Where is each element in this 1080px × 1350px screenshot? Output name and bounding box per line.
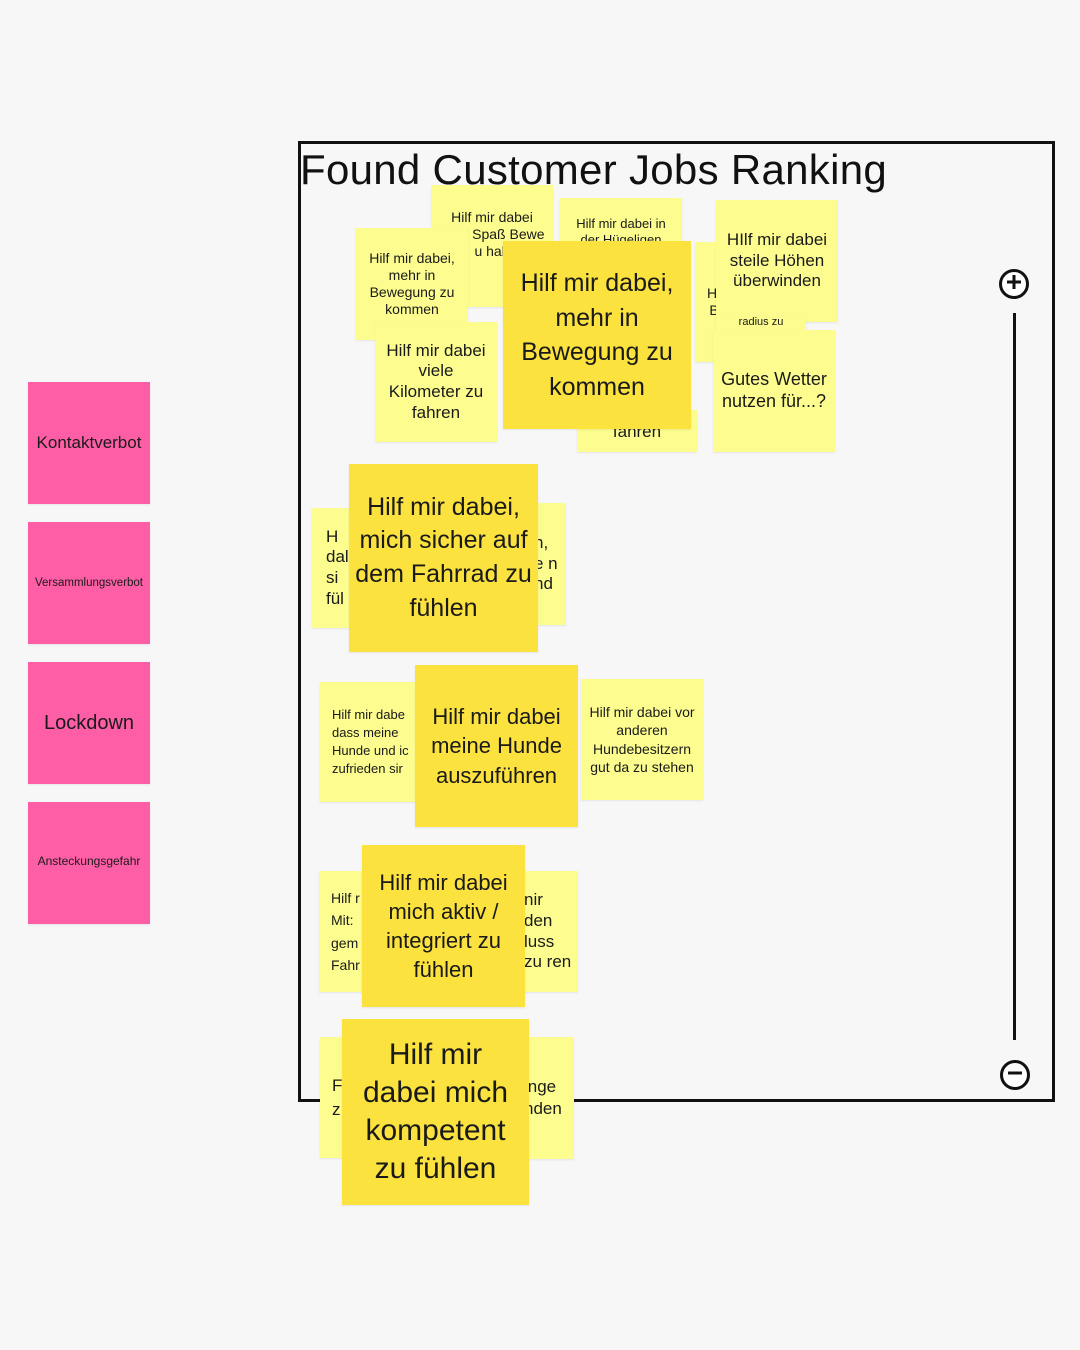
sticky-note-lockdown[interactable]: Lockdown bbox=[28, 662, 150, 784]
sticky-note-text: Hilf mir dabei, mehr in Bewegung zu komm… bbox=[520, 269, 674, 401]
zoom-out-button[interactable] bbox=[1000, 1060, 1030, 1090]
sticky-note-text: Ansteckungsgefahr bbox=[37, 854, 141, 868]
sticky-note-text: nir den luss zu ren bbox=[524, 890, 572, 972]
sticky-note-text: Gutes Wetter nutzen für...? bbox=[721, 369, 827, 411]
sticky-note-text: Hilf mir dabei, mehr in Bewegung zu komm… bbox=[369, 249, 455, 318]
ranking-frame[interactable] bbox=[298, 141, 1055, 1102]
sticky-note-text: H dal si fül bbox=[326, 526, 349, 608]
sticky-note-text: Hilf mir dabei viele Kilometer zu fahren bbox=[386, 340, 486, 422]
sticky-note-kilometer[interactable]: Hilf mir dabei viele Kilometer zu fahren bbox=[375, 322, 497, 442]
sticky-note-radius[interactable]: radius zu bbox=[716, 316, 806, 330]
sticky-note-text: Hilf mir dabei meine Hunde auszuführen bbox=[431, 704, 562, 788]
sticky-note-text: HIlf mir dabei steile Höhen überwinden bbox=[726, 229, 828, 291]
sticky-note-text: radius zu bbox=[738, 316, 784, 329]
sticky-note-partial-left[interactable]: Hilf r Mit: gem Fahr bbox=[319, 871, 369, 992]
sticky-note-text: Versammlungsverbot bbox=[34, 576, 144, 589]
sticky-note-text: inge nden bbox=[524, 1076, 562, 1118]
sticky-note-text: F z bbox=[332, 1075, 343, 1119]
minus-circle-icon bbox=[1006, 1064, 1024, 1087]
zoom-in-button[interactable] bbox=[999, 269, 1029, 299]
sticky-note-kontaktverbot[interactable]: Kontaktverbot bbox=[28, 382, 150, 504]
sticky-note-text: Hilf mir dabei, mich sicher auf dem Fahr… bbox=[355, 492, 532, 622]
sticky-note-text: Kontaktverbot bbox=[36, 432, 142, 452]
sticky-note-text: Hilf mir dabe dass meine Hunde und ic zu… bbox=[332, 706, 409, 777]
sticky-note-hunde-zufrieden[interactable]: Hilf mir dabe dass meine Hunde und ic zu… bbox=[320, 682, 430, 802]
sticky-note-ansteckungsgefahr[interactable]: Ansteckungsgefahr bbox=[28, 802, 150, 924]
sticky-note-main-aktiv[interactable]: Hilf mir dabei mich aktiv / integriert z… bbox=[362, 845, 525, 1007]
sticky-note-text: Hilf r Mit: gem Fahr bbox=[331, 889, 360, 973]
sticky-note-text: Hilf mir dabei vor anderen Hundebesitzer… bbox=[589, 704, 695, 775]
frame-title: Found Customer Jobs Ranking bbox=[300, 146, 888, 193]
sticky-note-text: Hilf mir dabei mich kompetent zu fühlen bbox=[362, 1037, 509, 1186]
sticky-note-main-bewegung[interactable]: Hilf mir dabei, mehr in Bewegung zu komm… bbox=[503, 241, 691, 429]
sticky-note-text: Lockdown bbox=[43, 711, 135, 734]
sticky-note-bewegung-small[interactable]: Hilf mir dabei, mehr in Bewegung zu komm… bbox=[356, 228, 468, 340]
sticky-note-partial-right[interactable]: inge nden bbox=[520, 1037, 574, 1159]
sticky-note-partial-right[interactable]: nir den luss zu ren bbox=[520, 871, 578, 992]
sticky-note-main-sicher[interactable]: Hilf mir dabei, mich sicher auf dem Fahr… bbox=[349, 464, 538, 652]
sticky-note-main-hunde[interactable]: Hilf mir dabei meine Hunde auszuführen bbox=[415, 665, 578, 827]
sticky-note-versammlungsverbot[interactable]: Versammlungsverbot bbox=[28, 522, 150, 644]
sticky-note-main-kompetent[interactable]: Hilf mir dabei mich kompetent zu fühlen bbox=[342, 1019, 529, 1205]
zoom-slider-track[interactable] bbox=[1013, 313, 1016, 1040]
sticky-note-gutes-wetter[interactable]: Gutes Wetter nutzen für...? bbox=[713, 330, 835, 452]
sticky-note-hundebesitzer[interactable]: Hilf mir dabei vor anderen Hundebesitzer… bbox=[581, 679, 703, 800]
sticky-note-steile-hoehen[interactable]: HIlf mir dabei steile Höhen überwinden bbox=[716, 200, 838, 322]
plus-circle-icon bbox=[1005, 273, 1023, 296]
sticky-note-text: Hilf mir dabei mich aktiv / integriert z… bbox=[379, 869, 508, 983]
